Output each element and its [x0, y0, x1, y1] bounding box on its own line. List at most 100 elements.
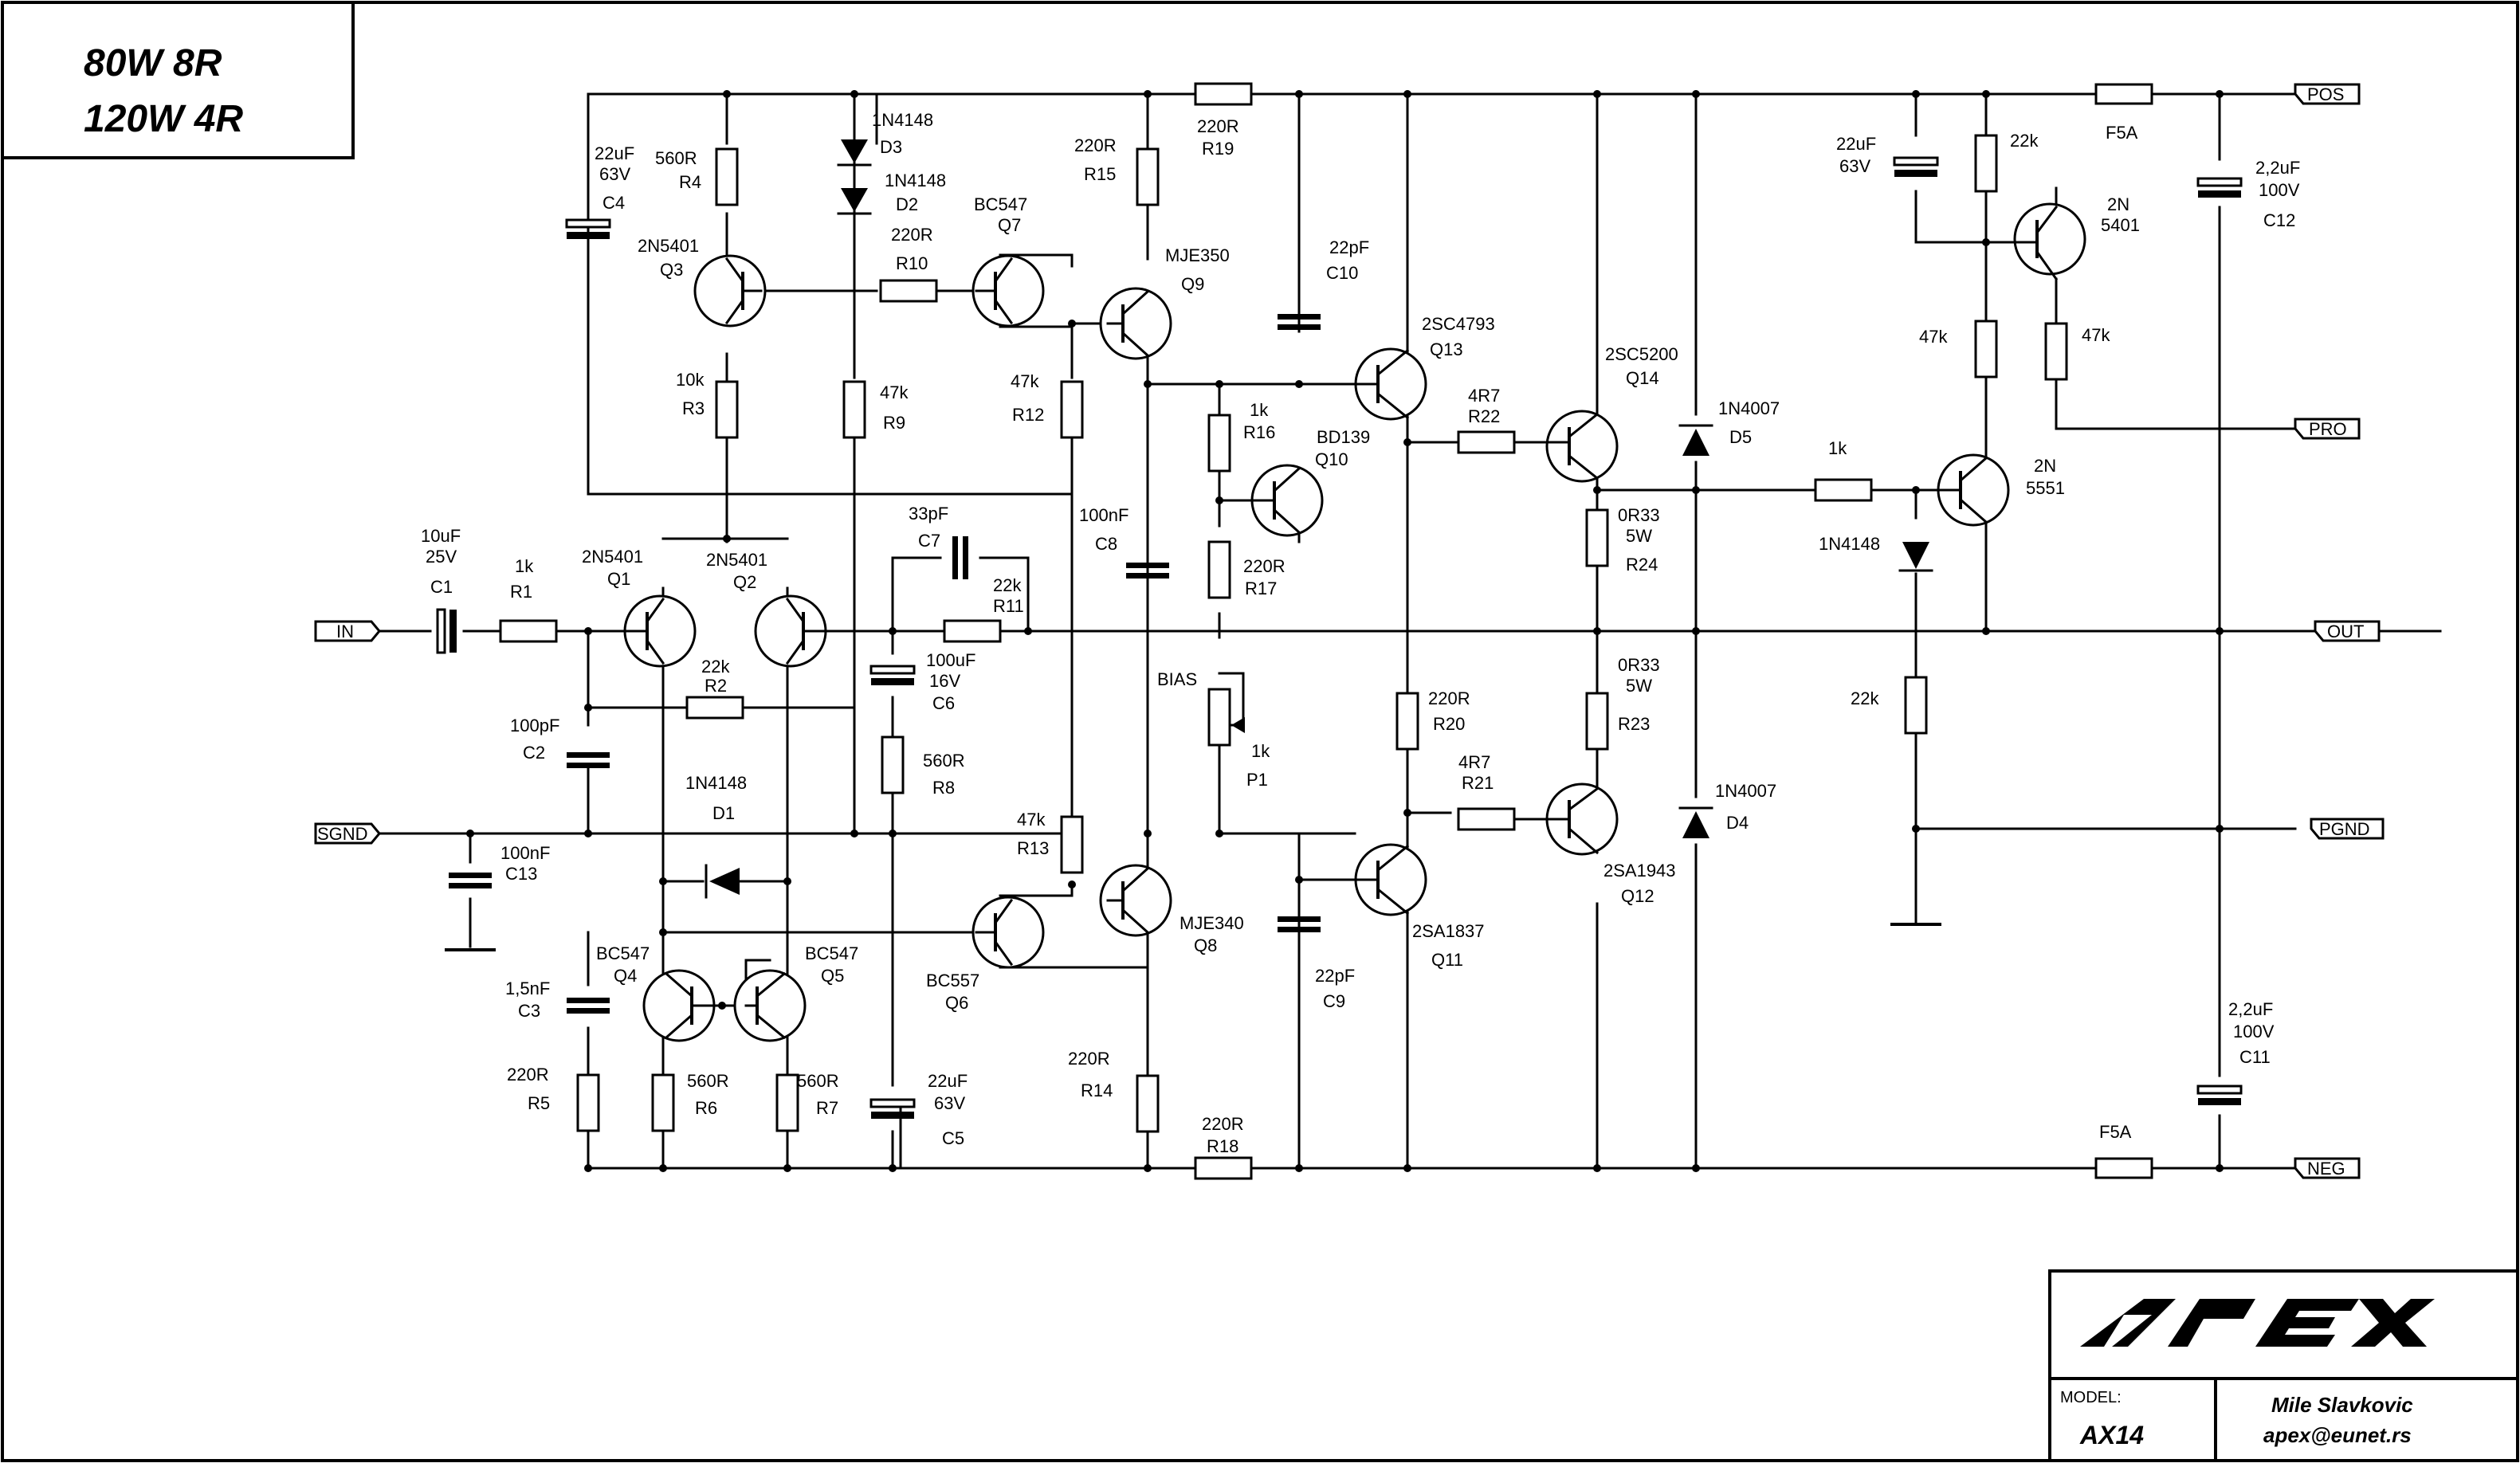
connector-pos[interactable]: POS [2294, 83, 2361, 105]
capacitor-c13 [449, 873, 492, 888]
resistor-r16 [1207, 414, 1231, 473]
connector-pgnd[interactable]: PGND [2310, 818, 2385, 840]
diode-d5 [1678, 424, 1713, 456]
svg-text:PRO: PRO [2309, 419, 2347, 439]
power-rating-4ohm: 120W 4R [84, 98, 243, 140]
capacitor-c7 [952, 536, 968, 579]
transistor-q11 [1353, 843, 1427, 916]
connector-out[interactable]: OUT [2314, 620, 2381, 642]
connector-in[interactable]: IN [314, 620, 381, 642]
title-box [1, 1, 355, 159]
label-resistor-protection-47k-b: 47k [2082, 325, 2110, 345]
transistor-protection-pnp [2007, 202, 2086, 281]
fuse-positive [2094, 83, 2153, 105]
label-fuse-top: F5A [2106, 123, 2138, 143]
resistor-r23 [1585, 692, 1609, 751]
title-block: MODEL: AX14 Mile Slavkovic apex@eunet.rs [2048, 1269, 2519, 1462]
transistor-q12 [1545, 782, 1619, 856]
connector-pro[interactable]: PRO [2294, 418, 2361, 440]
fuse-negative [2094, 1157, 2153, 1179]
capacitor-c3 [567, 998, 610, 1014]
resistor-r11 [943, 619, 1002, 643]
connector-sgnd[interactable]: SGND [314, 822, 381, 845]
resistor-r5 [576, 1073, 600, 1132]
capacitor-c1 [436, 608, 458, 654]
model-label: MODEL: [2060, 1389, 2122, 1406]
junction-dots [466, 90, 2224, 1172]
resistor-r6 [651, 1073, 675, 1132]
transistor-q4 [642, 969, 724, 1042]
resistor-r19 [1194, 82, 1253, 106]
diode-d2 [837, 188, 872, 215]
connector-neg[interactable]: NEG [2294, 1157, 2361, 1179]
resistor-r9 [842, 380, 866, 439]
diode-protection [1898, 542, 1933, 572]
diode-d4 [1678, 806, 1713, 838]
capacitor-c5 [869, 1098, 916, 1120]
svg-text:POS: POS [2307, 84, 2344, 104]
resistor-r10 [879, 279, 938, 303]
resistor-r12 [1060, 380, 1084, 439]
diode-d1 [705, 864, 740, 899]
ground-symbol [445, 923, 1941, 951]
svg-text:OUT: OUT [2327, 622, 2364, 641]
label-resistor-protection-47k-a: 47k [1919, 327, 1948, 347]
transistor-q1 [620, 594, 697, 668]
resistor-r7 [775, 1073, 799, 1132]
apex-logo [2080, 1299, 2435, 1347]
resistor-protection-47k-b [2044, 322, 2068, 381]
label-resistor-protection-22k-bottom: 22k [1851, 688, 1879, 708]
transistor-q10 [1250, 464, 1324, 537]
resistor-r2 [685, 696, 744, 720]
transistor-q5 [733, 969, 807, 1042]
transistor-q8 [1099, 864, 1172, 937]
capacitor-c12 [2196, 177, 2243, 199]
transistor-q14 [1545, 410, 1619, 483]
capacitor-c11 [2196, 1085, 2243, 1107]
resistor-r21 [1457, 807, 1516, 831]
author-name: Mile Slavkovic [2271, 1393, 2413, 1417]
resistor-r17 [1207, 540, 1231, 599]
